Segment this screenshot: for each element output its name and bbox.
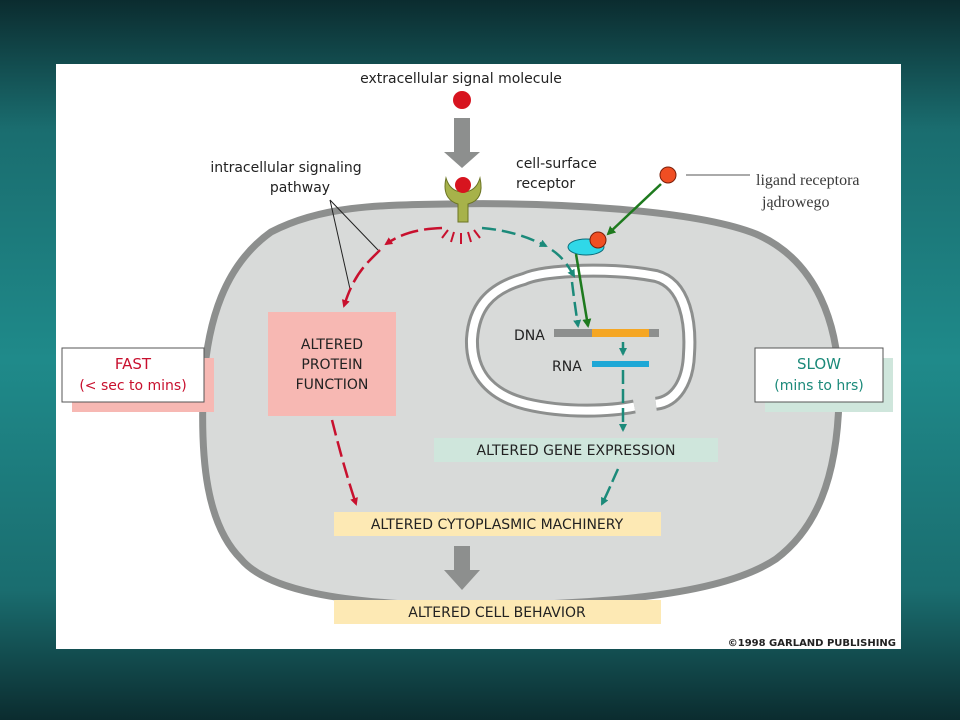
signal-arrow-head xyxy=(444,152,480,168)
altered-cell-behavior-label: ALTERED CELL BEHAVIOR xyxy=(408,605,586,621)
ligand-to-dna-arrow xyxy=(574,253,592,328)
slow-title: SLOW xyxy=(797,355,841,373)
fast-subtitle: (< sec to mins) xyxy=(79,378,186,394)
altered-gene-expression-label: ALTERED GENE EXPRESSION xyxy=(477,443,676,459)
slow-arrow-3 xyxy=(570,281,582,328)
rna-strand xyxy=(592,361,649,367)
gene-to-machinery-arrow xyxy=(600,468,620,506)
cell-surface-receptor xyxy=(444,176,482,223)
cell-signaling-diagram: extracellular signal molecule cell-surfa… xyxy=(61,71,896,649)
signal-molecule-label: extracellular signal molecule xyxy=(360,71,562,87)
altered-gene-expression-box xyxy=(434,438,718,462)
ligand-bound xyxy=(589,231,607,249)
signal-molecule xyxy=(453,91,471,109)
fast-arrow-1 xyxy=(384,226,443,246)
fast-box xyxy=(61,347,205,403)
activation-burst xyxy=(441,229,481,244)
pointer-line-b xyxy=(329,199,351,290)
behavior-arrow-shaft xyxy=(454,546,470,572)
intracellular-label-line1: intracellular signaling xyxy=(210,160,361,176)
receptor-label-line2: receptor xyxy=(516,176,575,192)
diagram-panel: extracellular signal molecule cell-surfa… xyxy=(56,64,901,649)
nuclear-receptor-ligand xyxy=(659,166,677,184)
slow-box xyxy=(754,347,884,403)
rna-label: RNA xyxy=(552,359,582,375)
behavior-arrow-head xyxy=(444,570,480,590)
altered-cell-behavior-box xyxy=(334,600,661,624)
intracellular-label-line2: pathway xyxy=(270,180,330,196)
copyright: ©1998 GARLAND PUBLISHING xyxy=(728,638,896,649)
receptor-label-line1: cell-surface xyxy=(516,156,597,172)
altered-cytoplasmic-box xyxy=(334,512,661,536)
fast-arrow-3 xyxy=(330,419,358,506)
altered-protein-line2: PROTEIN xyxy=(301,357,362,373)
ligand-label-line1: ligand receptora xyxy=(756,172,860,189)
slow-arrow-2 xyxy=(551,248,576,278)
slow-subtitle: (mins to hrs) xyxy=(774,378,864,394)
slow-arrow-1 xyxy=(481,226,548,248)
fast-title: FAST xyxy=(115,355,152,373)
altered-protein-line3: FUNCTION xyxy=(296,377,369,393)
altered-protein-line1: ALTERED xyxy=(301,337,363,353)
signal-arrow-shaft xyxy=(454,118,470,154)
dna-gene-segment xyxy=(592,329,649,337)
bound-signal-molecule xyxy=(455,177,471,193)
ligand-entry-arrow xyxy=(606,183,662,236)
fast-arrow-2 xyxy=(341,249,381,308)
dna-label: DNA xyxy=(514,328,545,344)
pointer-line-a xyxy=(329,199,379,251)
altered-protein-function-box xyxy=(268,312,396,416)
altered-cytoplasmic-label: ALTERED CYTOPLASMIC MACHINERY xyxy=(371,517,624,533)
ligand-label-line2: jądrowego xyxy=(761,194,830,211)
